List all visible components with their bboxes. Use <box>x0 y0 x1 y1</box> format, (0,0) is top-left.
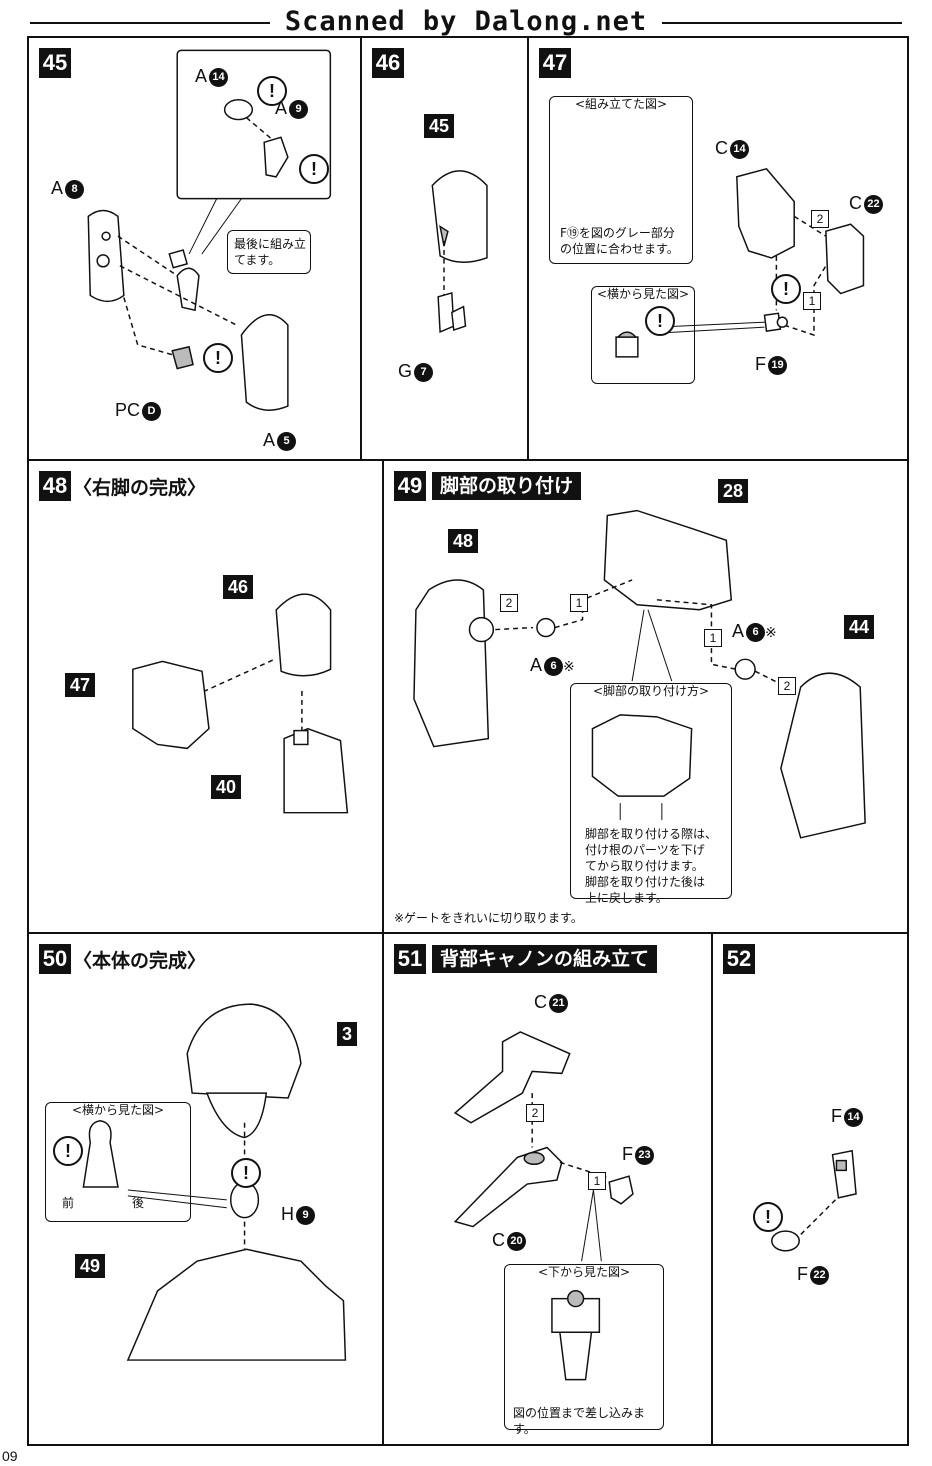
step-45-note-box: 最後に組み立てます。 <box>227 230 311 274</box>
order-marker-1: 1 <box>704 629 722 647</box>
ref-tag-45: 45 <box>424 114 455 138</box>
step-50-side-view-box: <横から見た図> 前 後 <box>45 1102 191 1222</box>
caution-icon: ! <box>771 274 801 304</box>
ref-tag-44: 44 <box>844 615 875 639</box>
order-marker-2: 2 <box>526 1104 544 1122</box>
step-51-title: 背部キャノンの組み立て <box>432 945 658 973</box>
header-rule-right <box>662 22 902 24</box>
order-marker-2: 2 <box>778 677 796 695</box>
caution-icon: ! <box>299 154 329 184</box>
step-47-panel: 47 <組み立てた図> F⑲を図のグレー部分の位置に合わせます。 <横から見た図… <box>527 36 909 461</box>
caution-icon: ! <box>231 1158 261 1188</box>
step-48-number: 48 <box>39 471 71 501</box>
step-49-attach-method-box: <脚部の取り付け方> 脚部を取り付ける際は、 付け根のパーツを下げ てから取り付… <box>570 683 732 905</box>
order-marker-2: 2 <box>500 594 518 612</box>
caution-icon: ! <box>257 76 287 106</box>
step-49-attach-method-caption: <脚部の取り付け方> <box>592 684 710 698</box>
order-marker-1: 1 <box>803 292 821 310</box>
step-47-number: 47 <box>539 48 571 78</box>
ref-tag-48: 48 <box>448 529 479 553</box>
step-45-note-text: 最後に組み立てます。 <box>234 237 307 267</box>
step-51-bottom-view-text: 図の位置まで差し込みます。 <box>513 1406 646 1436</box>
step-51-number: 51 <box>394 944 426 974</box>
order-marker-2: 2 <box>811 210 829 228</box>
front-label: 前 <box>62 1196 75 1210</box>
step-47-assembled-caption: <組み立てた図> <box>574 97 668 111</box>
step-48-illustration <box>132 593 349 814</box>
step-52-number: 52 <box>723 944 755 974</box>
caution-icon: ! <box>645 306 675 336</box>
step-47-assembled-text: F⑲を図のグレー部分の位置に合わせます。 <box>560 226 679 256</box>
ref-tag-47: 47 <box>65 673 96 697</box>
step-50-illustration <box>82 1003 347 1361</box>
step-50-number: 50 <box>39 944 71 974</box>
step-48-panel: 48 〈右脚の完成〉 46 47 40 <box>27 459 384 934</box>
caution-icon: ! <box>203 343 233 373</box>
step-49-title: 脚部の取り付け <box>432 472 582 500</box>
ref-tag-46: 46 <box>223 575 254 599</box>
header-rule-left <box>30 22 270 24</box>
step-45-illustration <box>87 49 332 411</box>
step-49-illustration <box>413 509 866 839</box>
step-50-side-view-caption: <横から見た図> <box>71 1103 165 1117</box>
step-51-bottom-view-box: <下から見た図> 図の位置まで差し込みます。 <box>504 1264 664 1436</box>
ref-tag-40: 40 <box>211 775 242 799</box>
step-52-illustration <box>771 1149 857 1252</box>
step-49-footnote: ※ゲートをきれいに切り取ります。 <box>394 911 583 925</box>
scan-watermark-header: Scanned by Dalong.net <box>0 6 932 37</box>
back-label: 後 <box>132 1196 145 1210</box>
page-number: 09 <box>2 1448 18 1464</box>
step-51-illustration <box>453 1031 634 1381</box>
ref-tag-28: 28 <box>718 479 749 503</box>
step-49-attach-method-text: 脚部を取り付ける際は、 付け根のパーツを下げ てから取り付けます。 脚部を取り付… <box>585 827 718 905</box>
step-47-side-view-caption: <横から見た図> <box>596 287 690 301</box>
step-50-title: 〈本体の完成〉 <box>73 950 207 972</box>
step-49-number: 49 <box>394 471 426 501</box>
order-marker-1: 1 <box>588 1172 606 1190</box>
step-48-title: 〈右脚の完成〉 <box>73 477 207 499</box>
ref-tag-3: 3 <box>337 1022 358 1046</box>
step-47-assembled-box: <組み立てた図> F⑲を図のグレー部分の位置に合わせます。 <box>549 96 693 264</box>
caution-icon: ! <box>53 1136 83 1166</box>
ref-tag-49: 49 <box>75 1254 106 1278</box>
step-46-number: 46 <box>372 48 404 78</box>
order-marker-1: 1 <box>570 594 588 612</box>
step-46-illustration <box>431 170 488 334</box>
caution-icon: ! <box>753 1202 783 1232</box>
step-47-side-view-box: <横から見た図> <box>591 286 695 384</box>
step-45-number: 45 <box>39 48 71 78</box>
step-51-bottom-view-caption: <下から見た図> <box>537 1265 631 1279</box>
